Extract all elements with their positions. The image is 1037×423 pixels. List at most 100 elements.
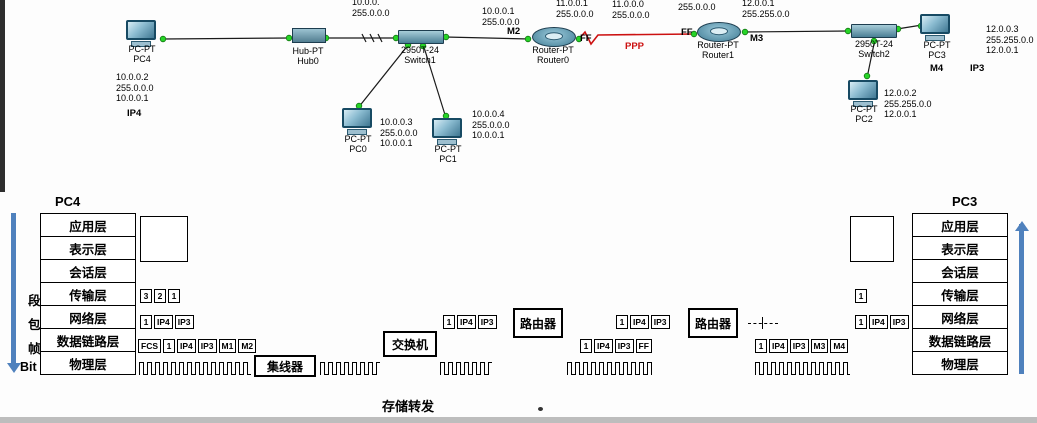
ip-line: 255.0.0.0 [116, 82, 154, 93]
pdu-label-frame: 帧 [28, 342, 41, 356]
layer-cell: 传输层 [40, 282, 136, 306]
pdu-box: M1 [218, 339, 237, 353]
device-pc0[interactable] [342, 108, 372, 135]
left-stack-title: PC4 [55, 194, 81, 209]
switch-icon [851, 24, 897, 38]
pdu-box: IP4 [594, 339, 613, 353]
ip-line: 12.0.0.1 [986, 45, 1019, 55]
m2-tag: M2 [507, 26, 521, 37]
router-box-1: 路由器 [513, 308, 563, 338]
device-router0[interactable] [532, 27, 576, 47]
device-pc1[interactable] [432, 118, 462, 145]
ip-line: 11.0.0.1 [556, 0, 588, 8]
router-icon [697, 22, 741, 42]
switch1-ip-label: 10.0.0.255.0.0.0 [352, 0, 390, 18]
ip-line: 10.0.0. [352, 0, 380, 7]
layer-cell: 网络层 [40, 305, 136, 329]
flow-down-arrow [6, 213, 21, 373]
right-stack-title: PC3 [952, 194, 978, 209]
left-layer-stack: 应用层表示层会话层传输层网络层数据链路层物理层 [40, 213, 136, 375]
device-switch2[interactable] [851, 24, 897, 38]
pdu-box: IP4 [154, 315, 173, 329]
hub-icon [292, 28, 326, 43]
ip-line: 10.0.0.1 [116, 93, 149, 103]
pc-icon [432, 118, 462, 145]
pdu-box: IP3 [650, 315, 670, 329]
ip-line: 12.0.0.3 [986, 24, 1019, 34]
device-hub0[interactable] [292, 28, 326, 43]
pdu-box: FF [635, 339, 652, 353]
pdu-box: IP4 [630, 315, 649, 329]
waveform [320, 362, 380, 375]
switch-box: 交换机 [383, 331, 437, 357]
pdu-box: IP4 [869, 315, 888, 329]
pc-icon [920, 14, 950, 41]
device-pc4[interactable] [126, 20, 156, 47]
ip-line: 12.0.0.1 [884, 109, 917, 119]
ip-line: 255.0.0.0 [352, 7, 390, 18]
router1-mask-label: 255.0.0.0 [678, 2, 716, 12]
m3-tag: M3 [750, 33, 764, 44]
ip-line: 10.0.0.3 [380, 117, 413, 127]
device-pc2[interactable] [848, 80, 878, 107]
flow-up-arrow [1014, 221, 1029, 374]
device-pc3[interactable] [920, 14, 950, 41]
ip-line: 255.0.0.0 [472, 119, 510, 130]
ip3-tag: IP3 [970, 63, 985, 74]
pdu-label-packet: 包 [28, 318, 41, 332]
ff-left-tag: FF [580, 33, 592, 44]
pdu-box: IP4 [457, 315, 476, 329]
device-router1[interactable] [697, 22, 741, 42]
waveform [755, 362, 850, 375]
layer-cell: 网络层 [912, 305, 1008, 329]
device-switch1[interactable] [398, 30, 444, 44]
bottom-edge-strip [0, 417, 1037, 423]
router-icon [532, 27, 576, 47]
serial-link-symbol [748, 317, 778, 329]
pdu-box: IP3 [889, 315, 909, 329]
pdu-box: IP4 [177, 339, 196, 353]
pdu-box: 2 [154, 289, 166, 303]
left-edge-strip [0, 0, 5, 192]
pdu-label-bit: Bit [20, 360, 37, 374]
bottom-dot [538, 407, 543, 411]
pdu-box: 1 [755, 339, 767, 353]
layer-cell: 应用层 [40, 213, 136, 237]
ip-line: 11.0.0.0 [612, 0, 644, 9]
pdu-box: 1 [616, 315, 628, 329]
pdu-box: IP3 [174, 315, 194, 329]
transport-right-boxes: 1 [855, 289, 867, 303]
layer-cell: 表示层 [40, 236, 136, 260]
ip-line: 255.255.0.0 [742, 8, 790, 19]
pdu-box: IP3 [477, 315, 497, 329]
pdu-box: IP3 [614, 339, 634, 353]
ip-line: 10.0.0.1 [482, 6, 515, 16]
ip-line: 12.0.0.1 [742, 0, 775, 8]
ff-right-tag: FF [681, 27, 693, 38]
pdu-box: 1 [855, 315, 867, 329]
hub-box: 集线器 [254, 355, 316, 377]
ip-line: 255.0.0.0 [612, 9, 650, 20]
left-app-pdu-box [140, 216, 188, 262]
ip-line: 10.0.0.2 [116, 72, 149, 82]
m4-tag: M4 [930, 63, 944, 74]
